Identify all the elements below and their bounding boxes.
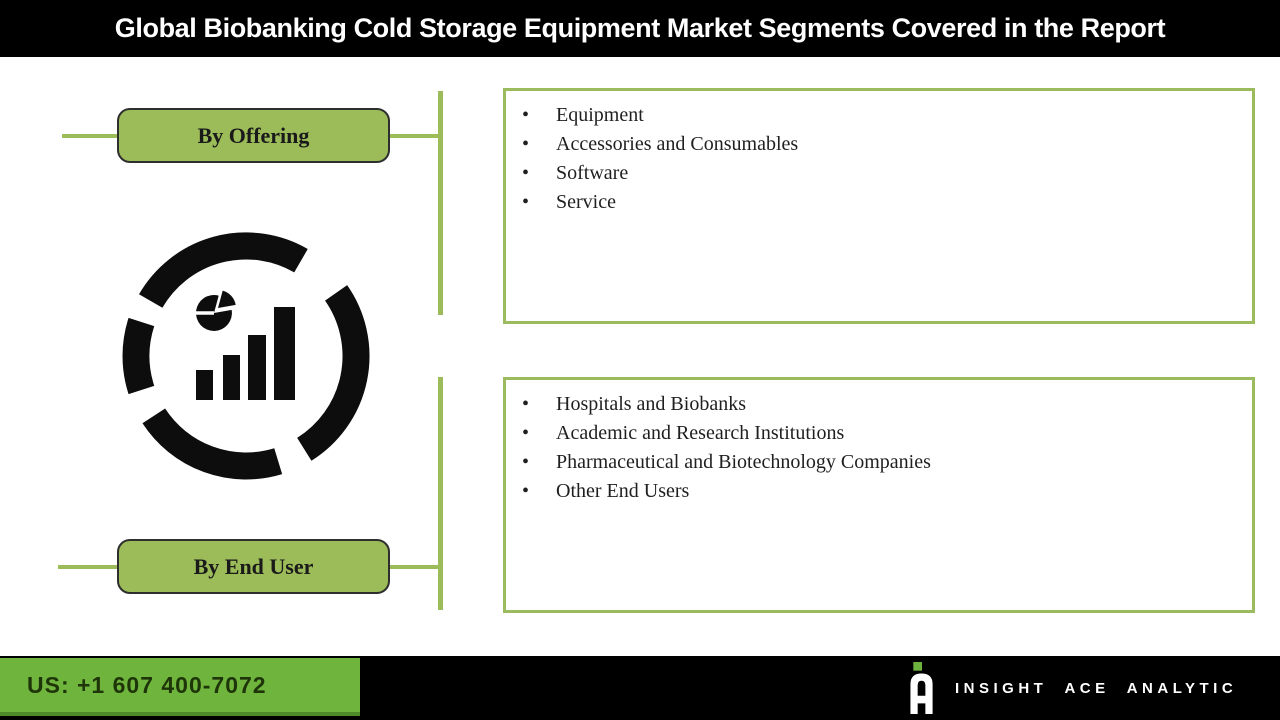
offering-items-list: Equipment Accessories and Consumables So…	[506, 91, 1252, 217]
connector-right-offering	[390, 134, 440, 138]
offering-items-box: Equipment Accessories and Consumables So…	[503, 88, 1255, 324]
end-user-items-box: Hospitals and Biobanks Academic and Rese…	[503, 377, 1255, 613]
connector-vertical-enduser	[438, 377, 443, 610]
pie-chart-icon	[195, 290, 236, 331]
brand-block: INSIGHT ACE ANALYTIC	[905, 656, 1237, 720]
by-end-user-label-box: By End User	[117, 539, 390, 594]
connector-right-enduser	[390, 565, 440, 569]
connector-vertical-offering	[438, 91, 443, 315]
list-item: Accessories and Consumables	[506, 130, 1252, 159]
list-item: Academic and Research Institutions	[506, 419, 1252, 448]
connector-left-offering	[62, 134, 117, 138]
list-item: Equipment	[506, 101, 1252, 130]
list-item: Pharmaceutical and Biotechnology Compani…	[506, 448, 1252, 477]
by-offering-label-box: By Offering	[117, 108, 390, 163]
list-item: Service	[506, 188, 1252, 217]
phone-number: US: +1 607 400-7072	[27, 671, 267, 698]
header-bar: Global Biobanking Cold Storage Equipment…	[0, 0, 1280, 57]
market-analytics-icon	[122, 232, 370, 480]
bar-chart-icon	[196, 307, 295, 400]
by-end-user-label: By End User	[193, 553, 314, 579]
by-offering-label: By Offering	[197, 122, 310, 148]
brand-logo-icon	[910, 662, 933, 714]
list-item: Other End Users	[506, 477, 1252, 506]
list-item: Hospitals and Biobanks	[506, 390, 1252, 419]
page-title: Global Biobanking Cold Storage Equipment…	[114, 13, 1166, 43]
broken-ring-icon	[122, 232, 370, 480]
list-item: Software	[506, 159, 1252, 188]
footer-contact-block: US: +1 607 400-7072	[0, 658, 360, 716]
end-user-items-list: Hospitals and Biobanks Academic and Rese…	[506, 380, 1252, 506]
connector-left-enduser	[58, 565, 117, 569]
brand-name: INSIGHT ACE ANALYTIC	[955, 679, 1238, 697]
